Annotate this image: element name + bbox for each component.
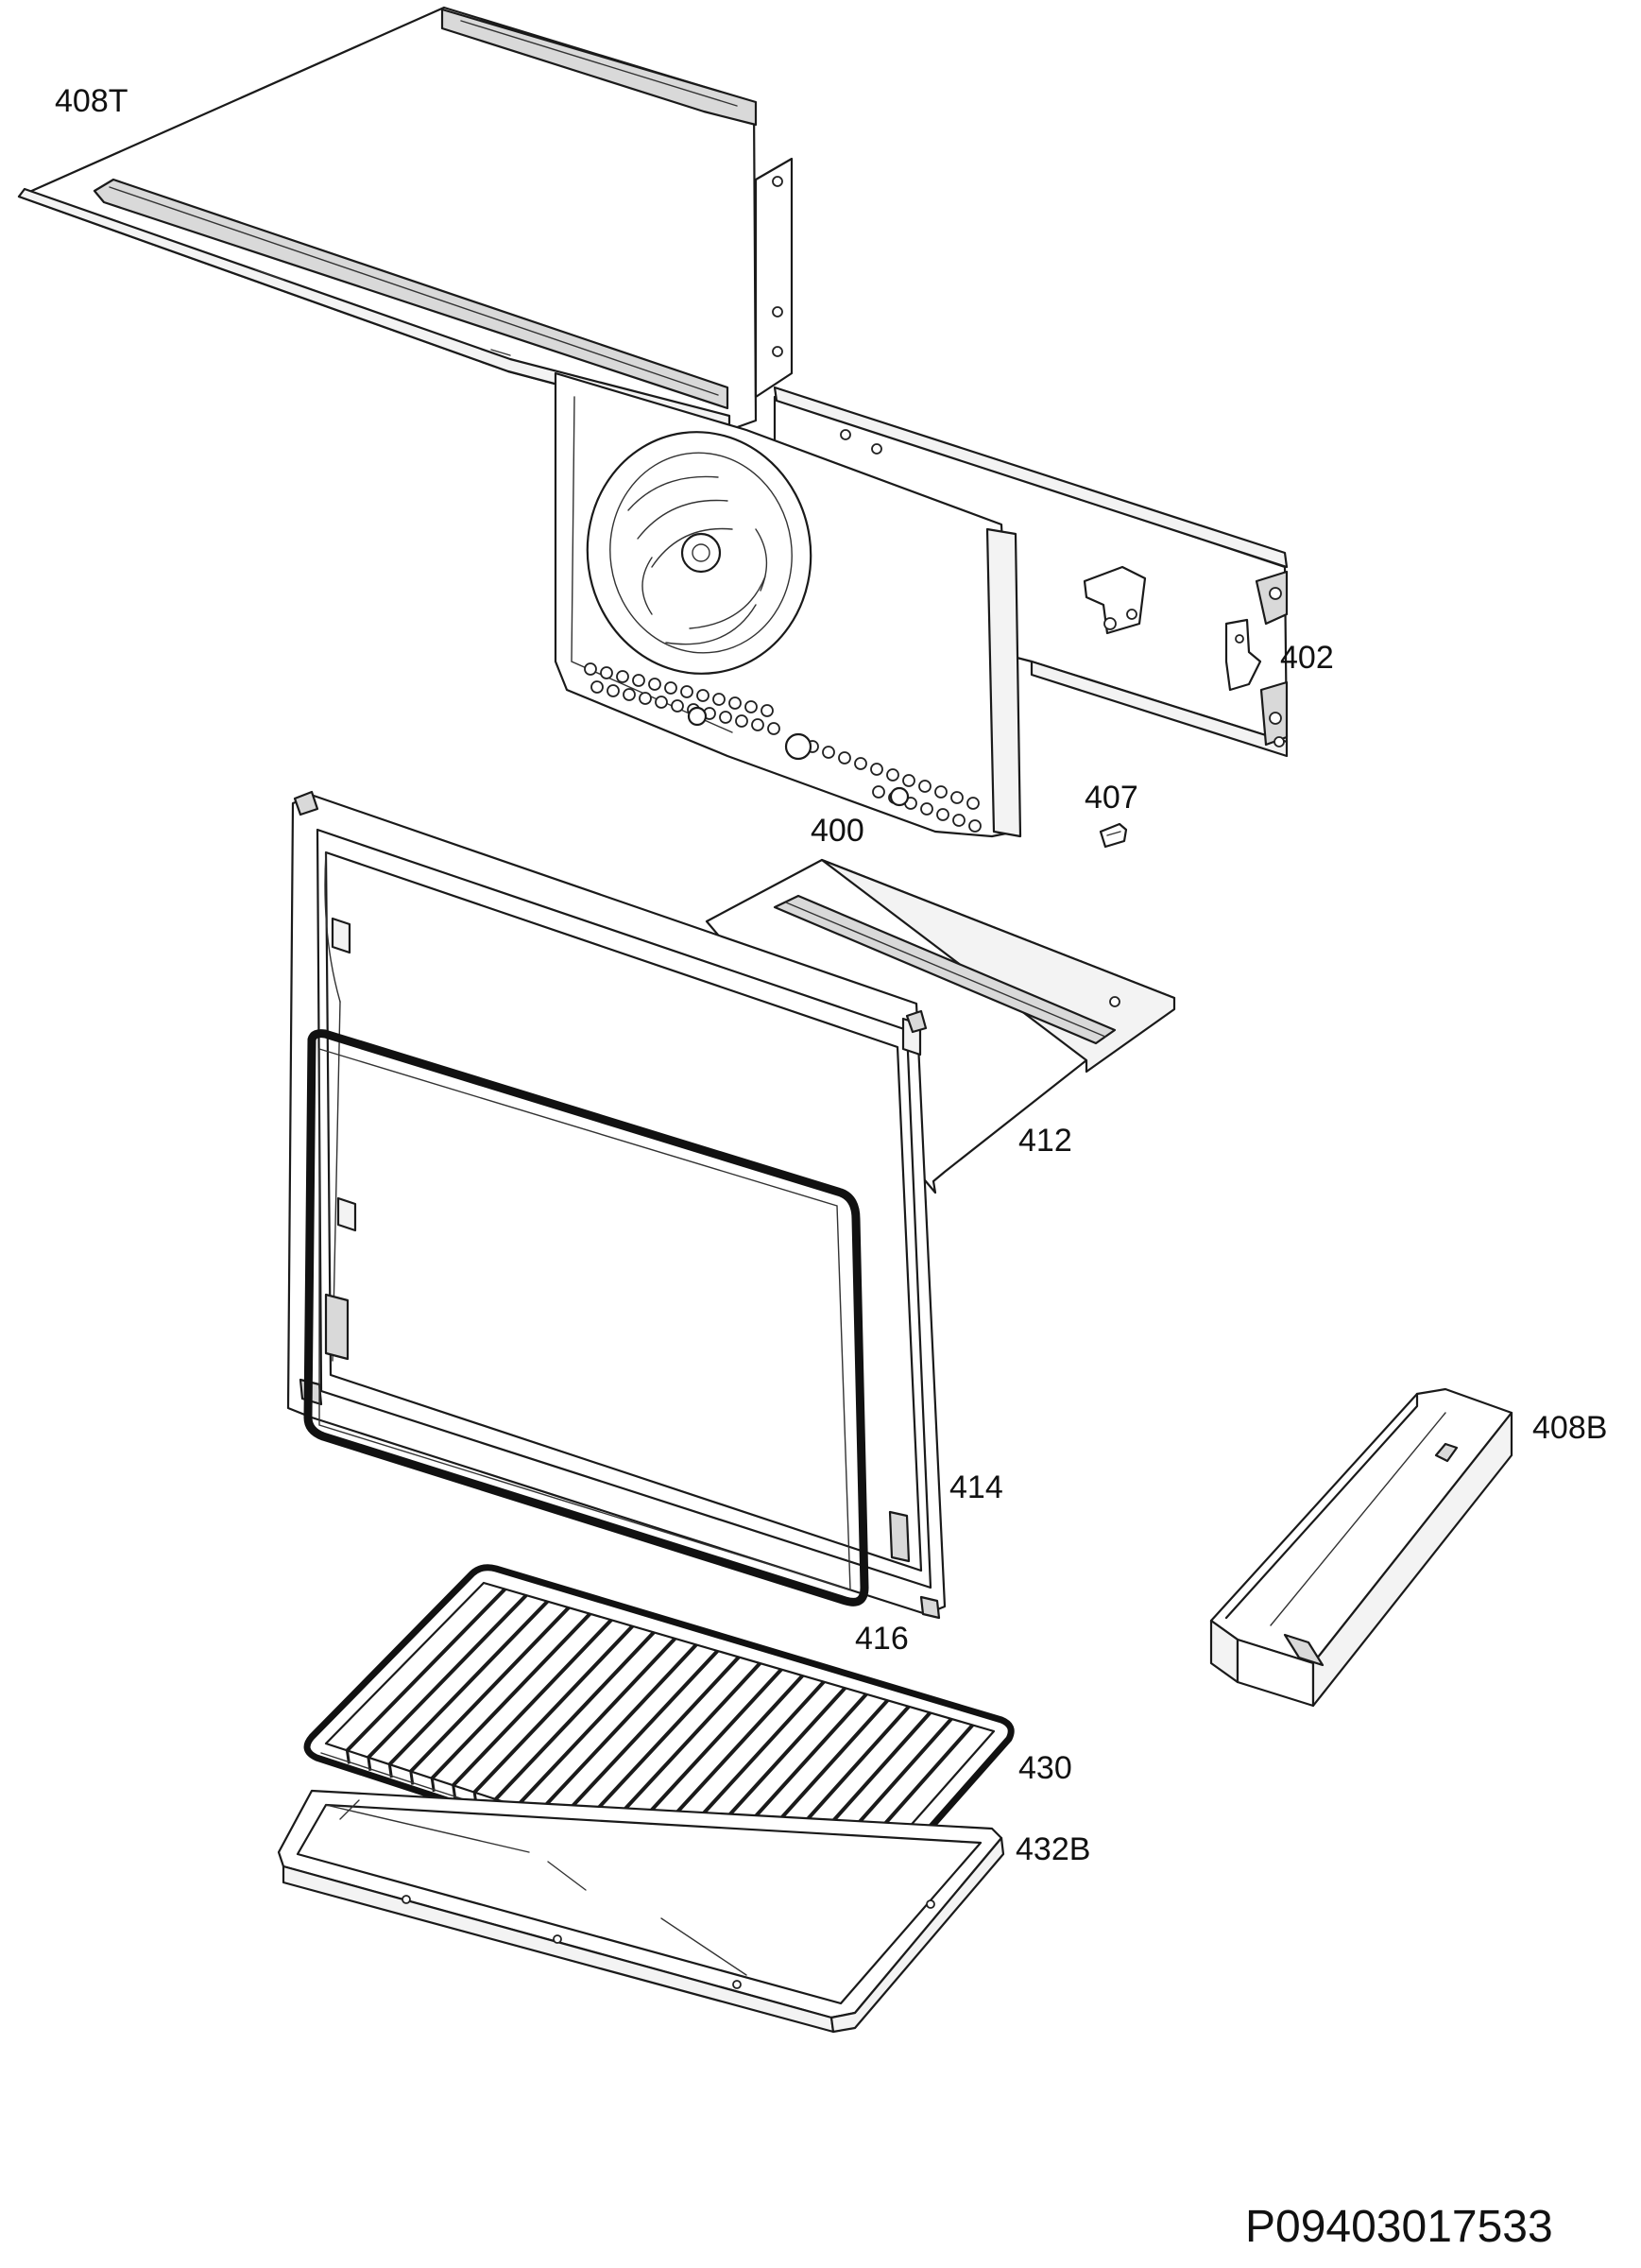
rack-bar bbox=[346, 1588, 506, 1752]
part-door-frame bbox=[286, 790, 947, 1620]
part-labels: 408T 402 407 400 412 408B 414 416 430 43… bbox=[55, 83, 1607, 2252]
label-414: 414 bbox=[949, 1469, 1003, 1505]
label-416: 416 bbox=[855, 1621, 909, 1657]
label-432B: 432B bbox=[1016, 1831, 1090, 1867]
rack-bar bbox=[367, 1593, 528, 1760]
part-bottom-trough bbox=[1209, 1387, 1513, 1708]
rack-bar bbox=[537, 1643, 698, 1815]
label-400: 400 bbox=[811, 813, 864, 849]
rack-bar bbox=[557, 1649, 719, 1822]
rack-bar bbox=[430, 1612, 591, 1780]
rack-bar bbox=[472, 1624, 634, 1795]
part-baking-tray bbox=[277, 1789, 1005, 2034]
rack-bar bbox=[409, 1606, 571, 1773]
part-top-panel bbox=[17, 6, 794, 432]
part-gasket bbox=[303, 1029, 869, 1606]
document-code: P09403017533 bbox=[1245, 2202, 1553, 2252]
rack-bar bbox=[579, 1656, 741, 1829]
rack-bar bbox=[600, 1661, 761, 1836]
label-407: 407 bbox=[1085, 780, 1138, 816]
rack-bar bbox=[494, 1630, 656, 1801]
part-side-rail bbox=[773, 386, 1289, 758]
part-clip bbox=[1099, 822, 1128, 849]
rack-bar bbox=[387, 1600, 549, 1766]
label-408B: 408B bbox=[1532, 1410, 1607, 1446]
part-back-panel bbox=[554, 371, 1022, 838]
rack-bar bbox=[515, 1637, 676, 1808]
rack-bar bbox=[452, 1618, 613, 1787]
label-430: 430 bbox=[1018, 1750, 1072, 1786]
label-402: 402 bbox=[1280, 640, 1334, 676]
label-412: 412 bbox=[1018, 1123, 1072, 1159]
label-408T: 408T bbox=[55, 83, 128, 119]
